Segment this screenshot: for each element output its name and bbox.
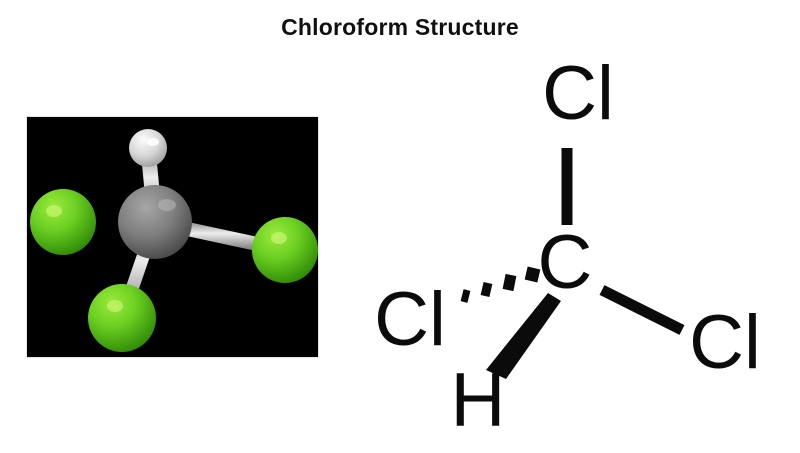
bond-carbon-chlorine-left-2d-hashed (460, 266, 541, 303)
molecule-2d-structure: Cl C Cl Cl H (340, 40, 790, 450)
chlorine-left-highlight (46, 205, 62, 217)
carbon-highlight (158, 199, 176, 211)
atom-label-chlorine-left: Cl (374, 277, 446, 362)
chlorine-atom-bottom (88, 284, 156, 352)
atom-label-hydrogen: H (451, 358, 506, 443)
bond-carbon-hydrogen-2d-wedge (486, 293, 561, 379)
bond-carbon-chlorine-right-2d (599, 285, 685, 335)
chlorine-right-highlight (271, 232, 287, 244)
chlorine-bottom-highlight (107, 300, 123, 312)
atom-label-chlorine-top: Cl (542, 51, 614, 136)
chlorine-atom-left (30, 189, 96, 255)
hydrogen-atom (129, 129, 167, 167)
molecule-3d-model-panel (27, 117, 318, 357)
hydrogen-highlight (147, 138, 159, 146)
atom-label-chlorine-right: Cl (689, 300, 761, 385)
carbon-atom (118, 185, 192, 259)
atom-label-carbon: C (538, 220, 593, 305)
chlorine-atom-right (252, 217, 318, 283)
page-title: Chloroform Structure (281, 14, 519, 40)
